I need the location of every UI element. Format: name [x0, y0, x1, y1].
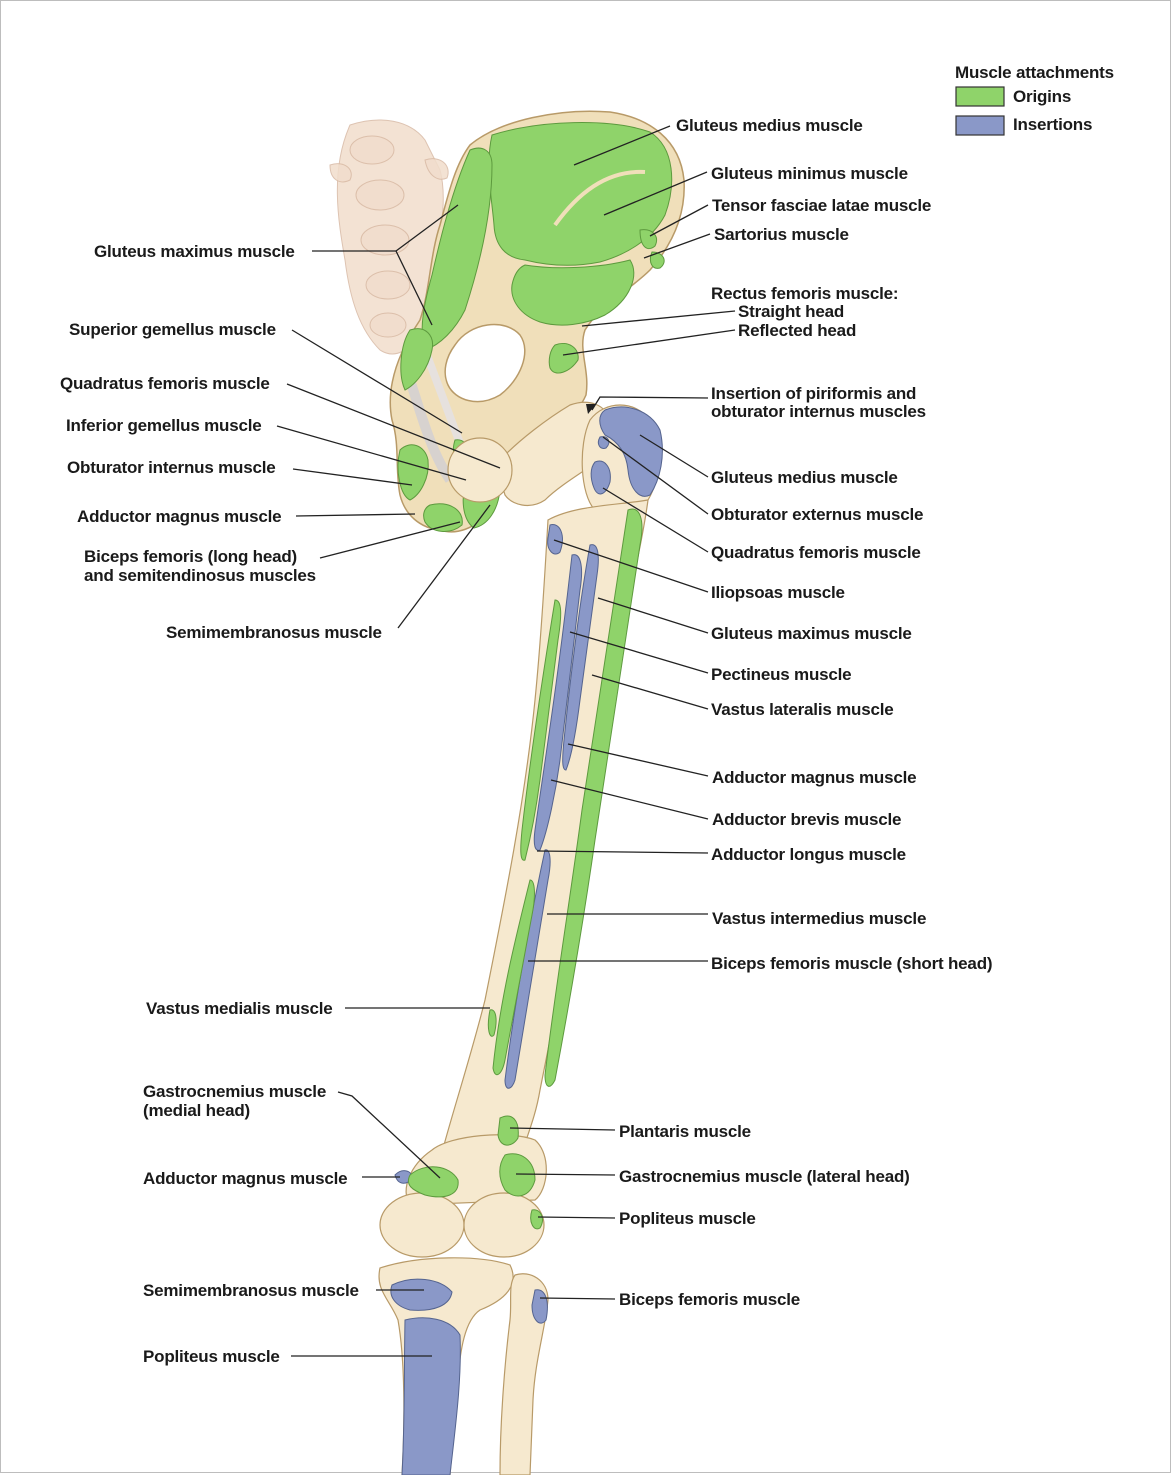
label-gluteus-maximus-origin: Gluteus maximus muscle	[94, 242, 295, 261]
label-vastus-intermedius: Vastus intermedius muscle	[712, 909, 926, 928]
label-rectus-femoris: Rectus femoris muscle:	[711, 284, 898, 303]
label-biceps-long-line1: Biceps femoris (long head)	[84, 547, 297, 566]
label-gastrocnemius-lateral: Gastrocnemius muscle (lateral head)	[619, 1167, 910, 1186]
label-adductor-magnus-ischium: Adductor magnus muscle	[77, 507, 281, 526]
legend-title: Muscle attachments	[955, 63, 1114, 82]
labels-left: Gluteus maximus muscle Superior gemellus…	[60, 242, 382, 1366]
label-quadratus-femoris-insertion: Quadratus femoris muscle	[711, 543, 921, 562]
legend: Muscle attachments Origins Insertions	[955, 63, 1114, 135]
label-vastus-lateralis: Vastus lateralis muscle	[711, 700, 894, 719]
label-gluteus-maximus-insertion: Gluteus maximus muscle	[711, 624, 912, 643]
label-gluteus-medius-insertion: Gluteus medius muscle	[711, 468, 898, 487]
label-popliteus-knee: Popliteus muscle	[619, 1209, 756, 1228]
labels-right: Gluteus medius muscle Gluteus minimus mu…	[619, 116, 992, 1309]
label-tensor-fasciae-latae: Tensor fasciae latae muscle	[712, 196, 931, 215]
label-biceps-femoris: Biceps femoris muscle	[619, 1290, 800, 1309]
label-quadratus-femoris-origin: Quadratus femoris muscle	[60, 374, 270, 393]
label-sartorius: Sartorius muscle	[714, 225, 849, 244]
label-iliopsoas: Iliopsoas muscle	[711, 583, 845, 602]
label-plantaris: Plantaris muscle	[619, 1122, 751, 1141]
label-semimembranosus-origin: Semimembranosus muscle	[166, 623, 382, 642]
label-gastrocnemius-medial-line1: Gastrocnemius muscle	[143, 1082, 326, 1101]
label-obturator-internus: Obturator internus muscle	[67, 458, 275, 477]
legend-insertions-swatch	[956, 116, 1004, 135]
label-biceps-long-line2: and semitendinosus muscles	[84, 566, 316, 585]
label-vastus-medialis: Vastus medialis muscle	[146, 999, 332, 1018]
label-straight-head: Straight head	[738, 302, 844, 321]
label-superior-gemellus: Superior gemellus muscle	[69, 320, 276, 339]
label-semimembranosus-insertion: Semimembranosus muscle	[143, 1281, 359, 1300]
legend-insertions-label: Insertions	[1013, 115, 1092, 134]
label-piriformis-line2: obturator internus muscles	[711, 402, 926, 421]
label-gastrocnemius-medial-line2: (medial head)	[143, 1101, 250, 1120]
legend-origins-label: Origins	[1013, 87, 1071, 106]
label-inferior-gemellus: Inferior gemellus muscle	[66, 416, 262, 435]
label-gluteus-minimus: Gluteus minimus muscle	[711, 164, 908, 183]
label-gluteus-medius-origin: Gluteus medius muscle	[676, 116, 863, 135]
label-pectineus: Pectineus muscle	[711, 665, 851, 684]
label-popliteus-tibia: Popliteus muscle	[143, 1347, 280, 1366]
label-adductor-magnus-knee: Adductor magnus muscle	[143, 1169, 347, 1188]
label-adductor-longus: Adductor longus muscle	[711, 845, 906, 864]
label-reflected-head: Reflected head	[738, 321, 856, 340]
label-biceps-short-head: Biceps femoris muscle (short head)	[711, 954, 992, 973]
label-obturator-externus: Obturator externus muscle	[711, 505, 923, 524]
legend-origins-swatch	[956, 87, 1004, 106]
label-adductor-magnus-femur: Adductor magnus muscle	[712, 768, 916, 787]
label-piriformis-line1: Insertion of piriformis and	[711, 384, 916, 403]
label-adductor-brevis: Adductor brevis muscle	[712, 810, 901, 829]
